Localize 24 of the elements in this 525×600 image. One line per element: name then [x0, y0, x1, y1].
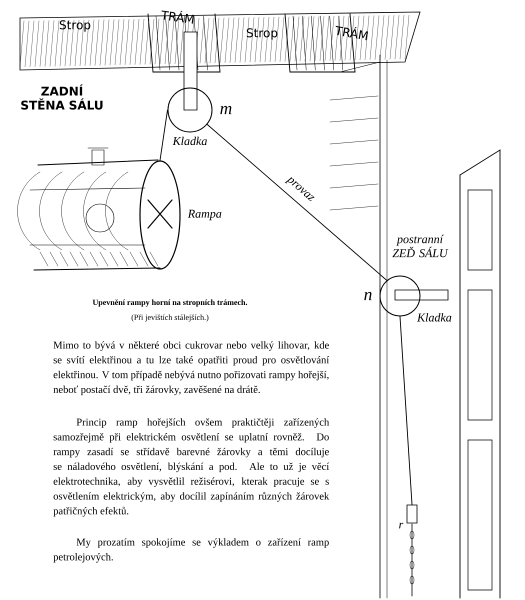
ramp-lamp: Rampa [139, 160, 222, 270]
node-label: Kladka [416, 313, 452, 322]
paragraph: Princip ramp hořejších ovšem praktičtěji zařízených samozřejmě při elektrickém osvětlení se uplatní rovněž. Do rampy zasadí se střídavě barevné žárovky a těmi docíluje se náladového osvětlení, blýskání a pod. Ale to už je věcí elektrotechnika, aby vysvětlil režisérovi, kterak pracuje se s osvětlením elektrickým, aby docílil zapínáním různých žárovek patřičných efektů. [53, 418, 330, 517]
rope [206, 124, 388, 282]
node-label: n [364, 292, 372, 300]
rope [400, 316, 412, 506]
pulley: m Kladka [168, 88, 232, 146]
caption: Upevnění rampy horní na stropních trámech. [92, 299, 248, 307]
handwritten-label: TRÁM [336, 26, 368, 40]
handwritten-label: Strop [60, 20, 90, 32]
handwritten-label: TRÁM [162, 10, 194, 24]
handwritten-label: postranní ZEĎ SÁLU [392, 234, 448, 258]
paragraph: My prozatím spokojíme se výkladem o zařízení ramp petrolejových. [53, 538, 329, 563]
handwritten-label: Strop [246, 28, 278, 40]
pulley: n Kladka [364, 276, 452, 322]
hook: r [399, 504, 418, 528]
node-label: m [220, 106, 232, 114]
node-label: Kladka [172, 136, 207, 146]
node-label: Rampa [188, 210, 222, 220]
node-label: r [399, 522, 404, 528]
paragraph: Mimo to bývá v některé obci cukrovar nebo velký lihovar, kde se svítí elektřinou a tu lze také opatřiti proud pro osvětlování elektřinou. V tom případě nebývá nutno pořizovati rampy hořejší, neboť postačí dvě, tři žárovky, zavěšené na drátě. [53, 341, 330, 396]
handwritten-label: ZADNÍ STĚNA SÁLU [21, 84, 103, 110]
rope [160, 110, 168, 161]
caption-note: (Při jevištích stálejších.) [132, 314, 208, 322]
